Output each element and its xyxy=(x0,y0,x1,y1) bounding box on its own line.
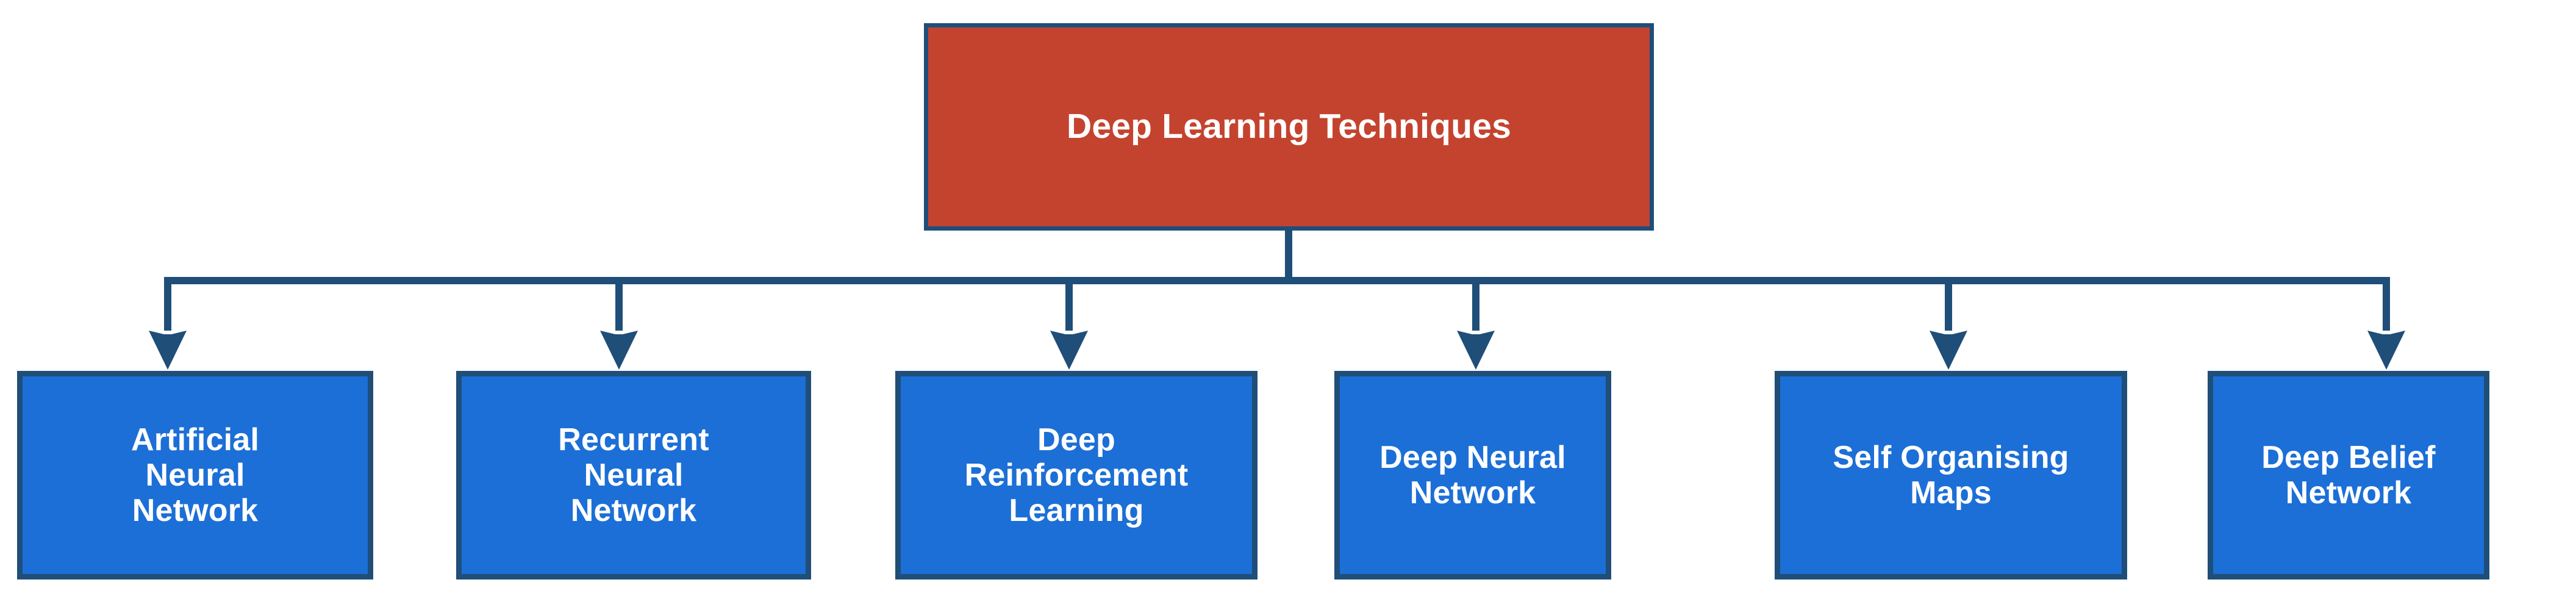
connector-root-stem xyxy=(1285,231,1292,284)
arrowhead-icon-1 xyxy=(600,331,638,370)
child-node-label: Deep Neural Network xyxy=(1379,439,1566,511)
arrowhead-icon-3 xyxy=(1457,331,1495,370)
arrowhead-icon-5 xyxy=(2367,331,2405,370)
connector-drop-0 xyxy=(164,277,171,331)
child-node-artificial-neural-network[interactable]: Artificial Neural Network xyxy=(17,371,373,580)
child-node-deep-neural-network[interactable]: Deep Neural Network xyxy=(1334,371,1611,580)
child-node-recurrent-neural-network[interactable]: Recurrent Neural Network xyxy=(456,371,811,580)
child-node-label: Artificial Neural Network xyxy=(131,422,260,529)
connector-drop-1 xyxy=(615,277,623,331)
child-node-label: Self Organising Maps xyxy=(1833,439,2069,511)
root-node-label: Deep Learning Techniques xyxy=(1066,107,1512,146)
child-node-deep-belief-network[interactable]: Deep Belief Network xyxy=(2208,371,2489,580)
arrowhead-icon-4 xyxy=(1930,331,1967,370)
child-node-label: Deep Belief Network xyxy=(2261,439,2436,511)
connector-lines xyxy=(149,231,2405,370)
connector-horizontal-bus xyxy=(164,277,2390,284)
connector-drop-3 xyxy=(1472,277,1479,331)
connector-drop-5 xyxy=(2383,277,2390,331)
arrowhead-icon-2 xyxy=(1050,331,1088,370)
child-node-label: Deep Reinforcement Learning xyxy=(964,422,1189,529)
child-node-label: Recurrent Neural Network xyxy=(558,422,709,529)
connector-drop-4 xyxy=(1945,277,1952,331)
arrowhead-icon-0 xyxy=(149,331,187,370)
child-node-self-organising-maps[interactable]: Self Organising Maps xyxy=(1775,371,2127,580)
root-node-deep-learning-techniques[interactable]: Deep Learning Techniques xyxy=(924,23,1654,231)
child-node-deep-reinforcement-learning[interactable]: Deep Reinforcement Learning xyxy=(895,371,1258,580)
connector-drop-2 xyxy=(1065,277,1073,331)
